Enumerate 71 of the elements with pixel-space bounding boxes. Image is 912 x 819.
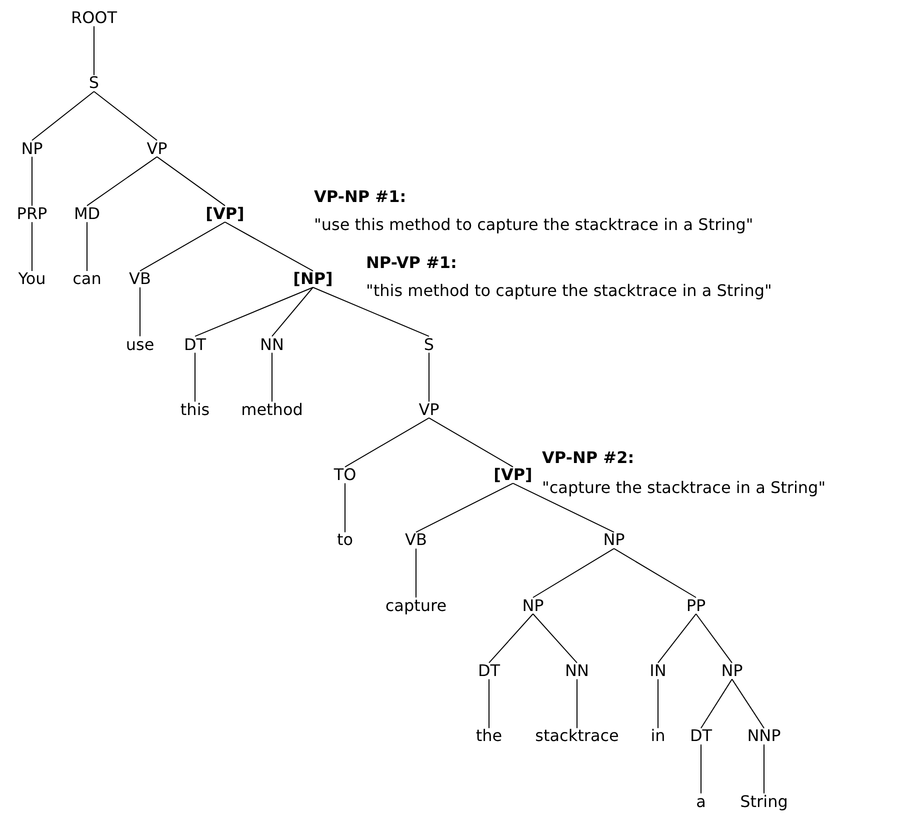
syntax-tag: NP [20,139,44,158]
syntax-tag: VP [418,400,440,419]
syntax-tag: NP [720,662,744,680]
word-label: can [72,270,102,288]
annotation-quote: "use this method to capture the stacktrace in a String" [314,216,754,234]
tree-branch [512,482,614,533]
tree-branch [224,222,314,272]
syntax-tag: DT [476,662,502,680]
word-label: stacktrace [534,727,620,746]
syntax-tag: NNP [746,727,782,746]
tree-branch [696,613,732,664]
tree-branch [700,744,702,794]
annotation-heading: VP-NP #2: [542,449,634,468]
word-label: use [124,335,156,354]
syntax-tag: S [422,335,436,354]
syntax-tag: NP [521,596,545,615]
tree-branch [194,352,196,402]
annotation-quote: "this method to capture the stacktrace in a String" [366,282,772,300]
tree-branch [532,548,614,598]
tree-branch [428,418,514,468]
tree-branch [488,613,534,664]
tree-branch [272,286,314,337]
word-label: this [179,400,211,419]
tree-branch [32,91,94,141]
word-label: method [240,400,304,419]
tree-branch [86,222,88,272]
syntax-tag: DT [182,335,208,354]
word-label: to [336,531,354,550]
syntax-tag: [VP] [204,204,246,224]
syntax-tag: [VP] [492,466,534,484]
syntax-tag: TO [332,466,358,484]
word-label: You [17,270,47,288]
syntax-tag: DT [688,727,714,746]
word-label: String [739,792,789,811]
tree-branch [344,482,346,533]
annotation-heading: VP-NP #1: [314,188,406,206]
word-label: a [695,792,707,811]
syntax-tag: S [88,74,100,92]
word-label: the [474,727,504,746]
tree-branch [488,678,490,729]
word-label: capture [384,596,448,615]
syntax-tag: MD [72,204,102,224]
tree-branch [94,91,158,141]
tree-branch [140,222,226,272]
annotation-quote: "capture the stacktrace in a String" [542,479,826,498]
syntax-tag: VB [128,270,152,288]
tree-branch [532,613,578,664]
tree-branch [86,156,158,206]
tree-branch [194,286,314,337]
tree-branch [658,613,696,664]
syntax-tag: [NP] [292,270,334,288]
tree-branch [428,352,430,402]
syntax-tag: PRP [16,204,48,224]
tree-branch [700,678,732,729]
syntax-tag: NP [602,531,626,550]
syntax-tag: NN [259,335,285,354]
tree-branch [156,156,226,206]
syntax-tag: ROOT [70,8,118,28]
syntax-tag: NN [564,662,590,680]
syntax-tag: PP [685,596,707,615]
annotation-heading: NP-VP #1: [366,254,457,272]
tree-branch [416,482,514,533]
tree-branch [312,286,430,337]
tree-branch [614,548,696,598]
tree-branch [344,418,430,468]
syntax-tag: VP [146,139,168,158]
syntax-tag: VB [404,531,428,550]
tree-branch [576,678,578,729]
tree-branch [732,678,764,729]
syntax-tag: IN [648,662,668,680]
word-label: in [650,727,666,746]
